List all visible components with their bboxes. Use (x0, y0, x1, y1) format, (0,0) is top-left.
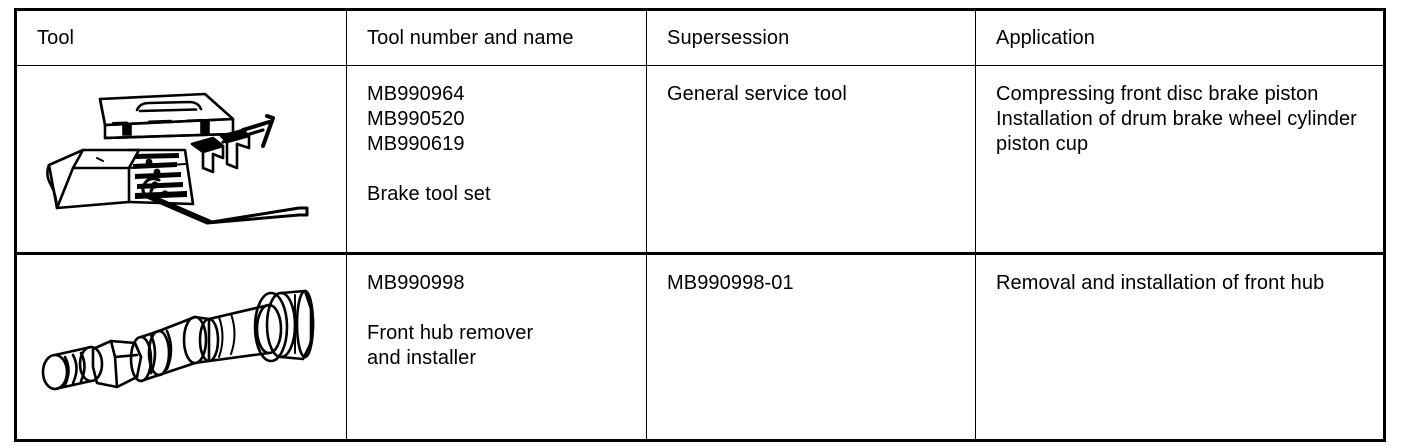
table-header: Tool Tool number and name Supersession A… (15, 9, 1385, 66)
tool-number-block: MB990998 Front hub remover and installer (347, 255, 646, 381)
tool-numbers: MB990964 MB990520 MB990619 (367, 83, 465, 155)
column-header-tool: Tool (15, 9, 347, 66)
column-header-application-label: Application (996, 26, 1095, 49)
application-cell: Removal and installation of front hub (975, 253, 1385, 441)
spacer (367, 157, 632, 182)
application-cell: Compressing front disc brake piston Inst… (975, 65, 1385, 255)
application-text: Removal and installation of front hub (996, 272, 1325, 294)
column-header-tool-number-and-name-label: Tool number and name (367, 26, 574, 49)
column-header-supersession: Supersession (646, 9, 976, 66)
tool-name: Brake tool set (367, 183, 491, 205)
tool-number-block: MB990964 MB990520 MB990619 Brake tool se… (347, 66, 646, 217)
application-text: Compressing front disc brake piston Inst… (996, 83, 1357, 155)
tool-illustration-wrap (17, 66, 346, 252)
table-header-row: Tool Tool number and name Supersession A… (15, 9, 1385, 66)
tool-illustration-wrap (17, 255, 346, 439)
tool-number-cell: MB990998 Front hub remover and installer (346, 253, 647, 441)
column-header-application: Application (975, 9, 1385, 66)
supersession-cell: MB990998-01 (646, 253, 976, 441)
tool-number-cell: MB990964 MB990520 MB990619 Brake tool se… (346, 65, 647, 255)
column-header-supersession-label: Supersession (667, 26, 790, 49)
table-row: MB990998 Front hub remover and installer… (15, 253, 1385, 441)
table-row: MB990964 MB990520 MB990619 Brake tool se… (15, 65, 1385, 255)
tool-name: Front hub remover and installer (367, 322, 534, 369)
brake-tool-set-icon (46, 92, 309, 225)
tool-numbers: MB990998 (367, 272, 465, 294)
special-tools-table: Tool Tool number and name Supersession A… (14, 8, 1386, 442)
tool-illustration-cell-brake-tool-set (15, 65, 347, 255)
column-header-tool-number-and-name: Tool number and name (346, 9, 647, 66)
front-hub-remover-installer-icon (41, 289, 315, 391)
spacer (367, 296, 632, 321)
tool-illustration-cell-front-hub-remover (15, 253, 347, 441)
supersession-text: MB990998-01 (667, 272, 794, 294)
column-header-tool-label: Tool (37, 26, 75, 49)
table-body: MB990964 MB990520 MB990619 Brake tool se… (15, 65, 1385, 441)
supersession-text: General service tool (667, 83, 847, 105)
supersession-cell: General service tool (646, 65, 976, 255)
